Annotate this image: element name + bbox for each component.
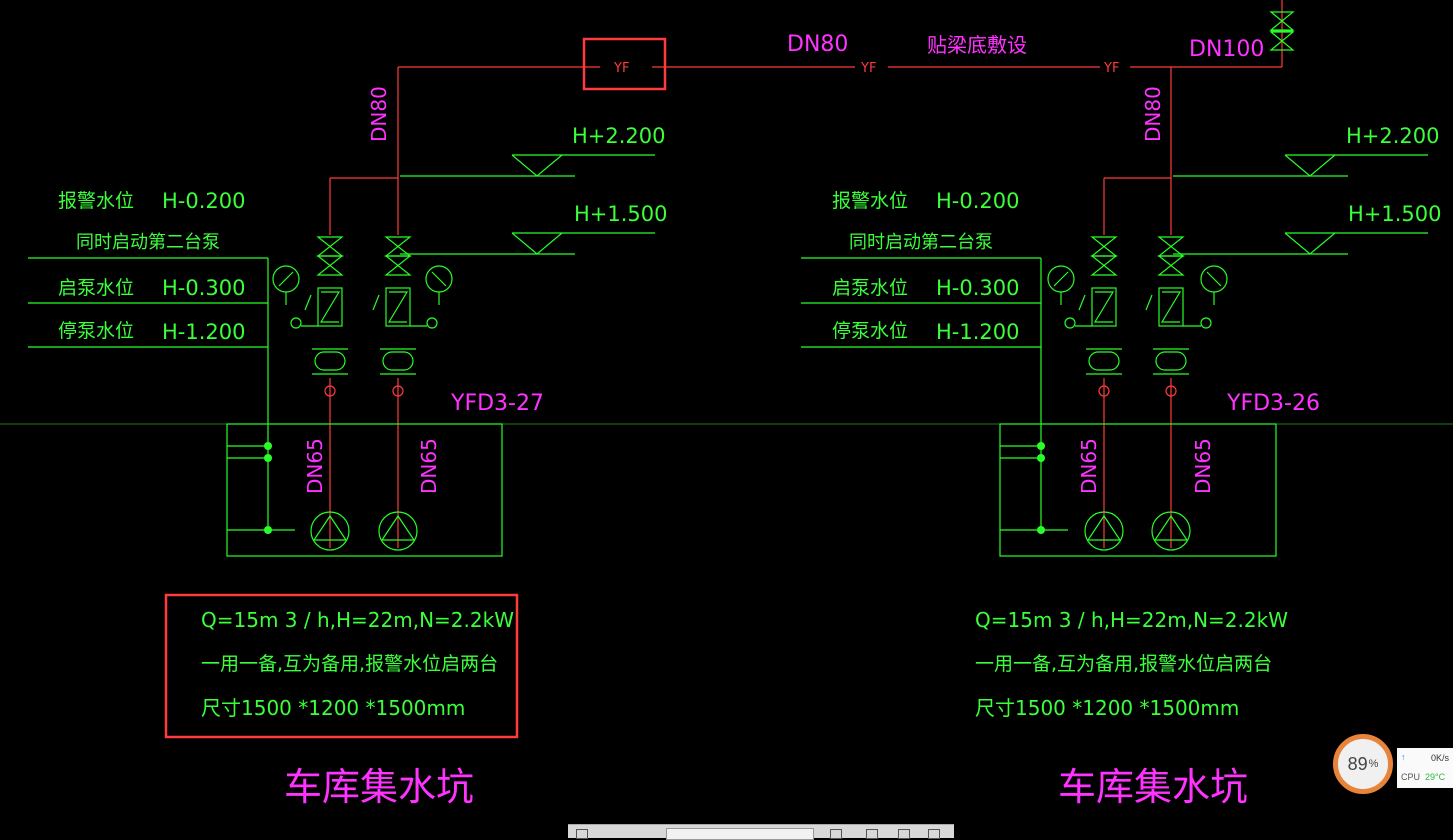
toolbar-icon-1[interactable] [576,829,588,839]
right-spec-2: 一用一备,互为备用,报警水位启两台 [975,653,1272,675]
right-second-pump-label: 同时启动第二台泵 [849,232,993,253]
toolbar-tab[interactable] [666,828,814,840]
cpu-usage-ring[interactable]: 89% [1333,734,1393,794]
left-spec-highlight-box[interactable] [164,593,519,739]
yf-label-3: YF [1103,61,1119,76]
stats-panel: ↑ 0K/s CPU 29°C [1397,748,1453,788]
left-alarm-label: 报警水位 [58,190,134,212]
top-dn100-label: DN100 [1189,37,1264,62]
pit-left [28,67,655,557]
left-stop-label: 停泵水位 [58,320,134,342]
left-pipe-b: DN65 [417,438,441,494]
right-spec-1: Q=15m 3 / h,H=22m,N=2.2kW [975,608,1288,632]
right-alarm-label: 报警水位 [832,190,908,212]
left-title: 车库集水坑 [284,765,474,809]
bottom-toolbar[interactable] [568,824,954,840]
left-spec-2: 一用一备,互为备用,报警水位启两台 [201,653,498,675]
right-spec-3: 尺寸1500 *1200 *1500mm [975,696,1239,720]
left-spec-3: 尺寸1500 *1200 *1500mm [201,696,465,720]
right-stop-label: 停泵水位 [832,320,908,342]
right-pipe-b: DN65 [1191,438,1215,494]
yf-label-2: YF [860,61,876,76]
performance-monitor[interactable]: 89% ↑ 0K/s CPU 29°C [1333,734,1453,800]
tiliang-label: 贴梁底敷设 [927,33,1027,57]
network-speed: 0K/s [1430,753,1449,763]
yf-label-1: YF [613,61,629,76]
riser-right-label: DN80 [1141,86,1165,142]
toolbar-icon-3[interactable] [866,829,878,839]
toolbar-icon-5[interactable] [928,829,940,839]
right-pipe-a: DN65 [1077,438,1101,494]
left-second-pump-label: 同时启动第二台泵 [76,232,220,253]
pit-right [801,67,1428,557]
discharge-main-pipe [398,0,1283,68]
left-spec-1: Q=15m 3 / h,H=22m,N=2.2kW [201,608,514,632]
toolbar-icon-4[interactable] [898,829,910,839]
yf-highlight-box[interactable] [582,37,667,91]
left-alarm-value: H-0.200 [162,189,246,213]
left-pipe-a: DN65 [303,438,327,494]
left-start-value: H-0.300 [162,276,246,300]
right-start-value: H-0.300 [936,276,1020,300]
right-model: YFD3-26 [1226,391,1320,416]
cpu-usage-percent: 89 [1347,753,1368,774]
riser-left-label: DN80 [367,86,391,142]
upload-arrow-icon: ↑ [1401,752,1406,762]
left-level-high: H+2.200 [572,124,666,148]
right-level-high: H+2.200 [1346,124,1440,148]
percent-sign: % [1368,758,1379,770]
left-start-label: 启泵水位 [58,277,134,299]
left-model: YFD3-27 [450,391,544,416]
top-dn80-label: DN80 [787,32,848,57]
top-valve-icon [1269,11,1295,51]
right-level-mid: H+1.500 [1348,202,1442,226]
cpu-label: CPU [1401,772,1421,782]
right-alarm-value: H-0.200 [936,189,1020,213]
left-level-mid: H+1.500 [574,202,668,226]
right-title: 车库集水坑 [1058,765,1248,809]
right-stop-value: H-1.200 [936,320,1020,344]
right-start-label: 启泵水位 [832,277,908,299]
left-stop-value: H-1.200 [162,320,246,344]
cpu-temperature: 29°C [1425,772,1446,782]
toolbar-icon-2[interactable] [830,829,842,839]
